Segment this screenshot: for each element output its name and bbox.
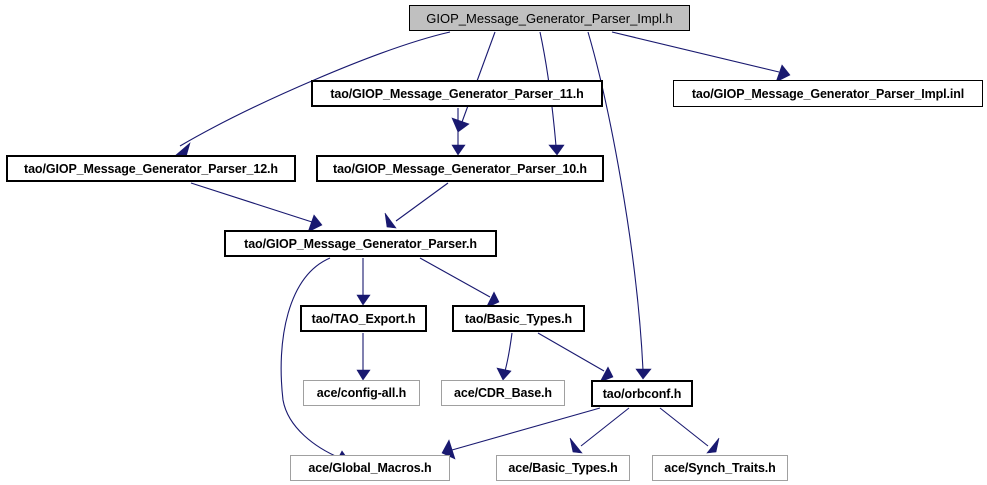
arrowhead-root-to-implinl	[775, 64, 791, 83]
arrowhead-p12-to-parser	[307, 214, 323, 233]
node-configall[interactable]: ace/config-all.h	[303, 380, 420, 406]
node-label: ace/config-all.h	[316, 386, 407, 400]
node-label: ace/Basic_Types.h	[508, 461, 618, 475]
edge-basictypes-to-cdrbase	[504, 332, 513, 372]
node-orbconf[interactable]: tao/orbconf.h	[591, 380, 693, 407]
edge-p10-to-parser	[395, 182, 449, 222]
arrowhead-orbconf-to-acebasic	[569, 437, 583, 454]
edge-p12-to-parser	[190, 182, 313, 223]
node-label: tao/GIOP_Message_Generator_Parser_12.h	[24, 161, 278, 176]
node-label: tao/Basic_Types.h	[464, 311, 573, 326]
node-acebasic[interactable]: ace/Basic_Types.h	[496, 455, 630, 481]
node-label: tao/GIOP_Message_Generator_Parser.h	[244, 236, 477, 251]
edge-root-to-implinl	[611, 31, 780, 73]
arrowhead-root-to-p11	[451, 117, 470, 133]
arrowhead-root-to-orbconf	[635, 368, 652, 380]
node-taoexport[interactable]: tao/TAO_Export.h	[300, 305, 427, 332]
node-label: tao/GIOP_Message_Generator_Parser_Impl.i…	[691, 86, 965, 101]
edge-root-to-p12	[179, 31, 451, 147]
node-label: tao/GIOP_Message_Generator_Parser_11.h	[330, 86, 584, 101]
arrowhead-taoexport-to-configall	[356, 369, 371, 381]
arrowhead-p11-to-p10	[451, 144, 466, 156]
node-p12[interactable]: tao/GIOP_Message_Generator_Parser_12.h	[6, 155, 296, 182]
edge-parser-to-globalmac	[280, 257, 341, 459]
node-basictypes[interactable]: tao/Basic_Types.h	[452, 305, 585, 332]
arrowhead-root-to-p10	[548, 144, 565, 156]
node-label: ace/Synch_Traits.h	[664, 461, 776, 475]
node-p11[interactable]: tao/GIOP_Message_Generator_Parser_11.h	[311, 80, 603, 107]
node-label: tao/GIOP_Message_Generator_Parser_10.h	[333, 161, 587, 176]
edge-root-to-orbconf	[587, 31, 644, 371]
node-label: GIOP_Message_Generator_Parser_Impl.h	[426, 10, 673, 26]
node-cdrbase[interactable]: ace/CDR_Base.h	[441, 380, 565, 406]
node-synch[interactable]: ace/Synch_Traits.h	[652, 455, 788, 481]
arrowhead-p10-to-parser	[384, 212, 397, 229]
edge-orbconf-to-globalmac	[451, 407, 601, 451]
node-globalmac[interactable]: ace/Global_Macros.h	[290, 455, 450, 481]
node-label: tao/orbconf.h	[602, 386, 682, 401]
node-label: tao/TAO_Export.h	[311, 311, 416, 326]
node-parser[interactable]: tao/GIOP_Message_Generator_Parser.h	[224, 230, 497, 257]
arrowhead-parser-to-taoexport	[356, 294, 371, 306]
node-implinl[interactable]: tao/GIOP_Message_Generator_Parser_Impl.i…	[673, 80, 983, 107]
arrowhead-basictypes-to-orbconf	[599, 366, 614, 383]
node-p10[interactable]: tao/GIOP_Message_Generator_Parser_10.h	[316, 155, 604, 182]
arrowhead-basictypes-to-cdrbase	[496, 367, 512, 381]
edge-orbconf-to-acebasic	[580, 407, 630, 447]
edge-orbconf-to-synch	[659, 407, 709, 447]
edge-parser-to-basictypes	[419, 257, 491, 298]
arrowhead-orbconf-to-synch	[706, 437, 720, 454]
node-root[interactable]: GIOP_Message_Generator_Parser_Impl.h	[409, 5, 690, 31]
edge-root-to-p11	[461, 31, 496, 123]
edge-basictypes-to-orbconf	[537, 332, 605, 372]
node-label: ace/CDR_Base.h	[454, 386, 552, 400]
node-label: ace/Global_Macros.h	[308, 461, 432, 475]
